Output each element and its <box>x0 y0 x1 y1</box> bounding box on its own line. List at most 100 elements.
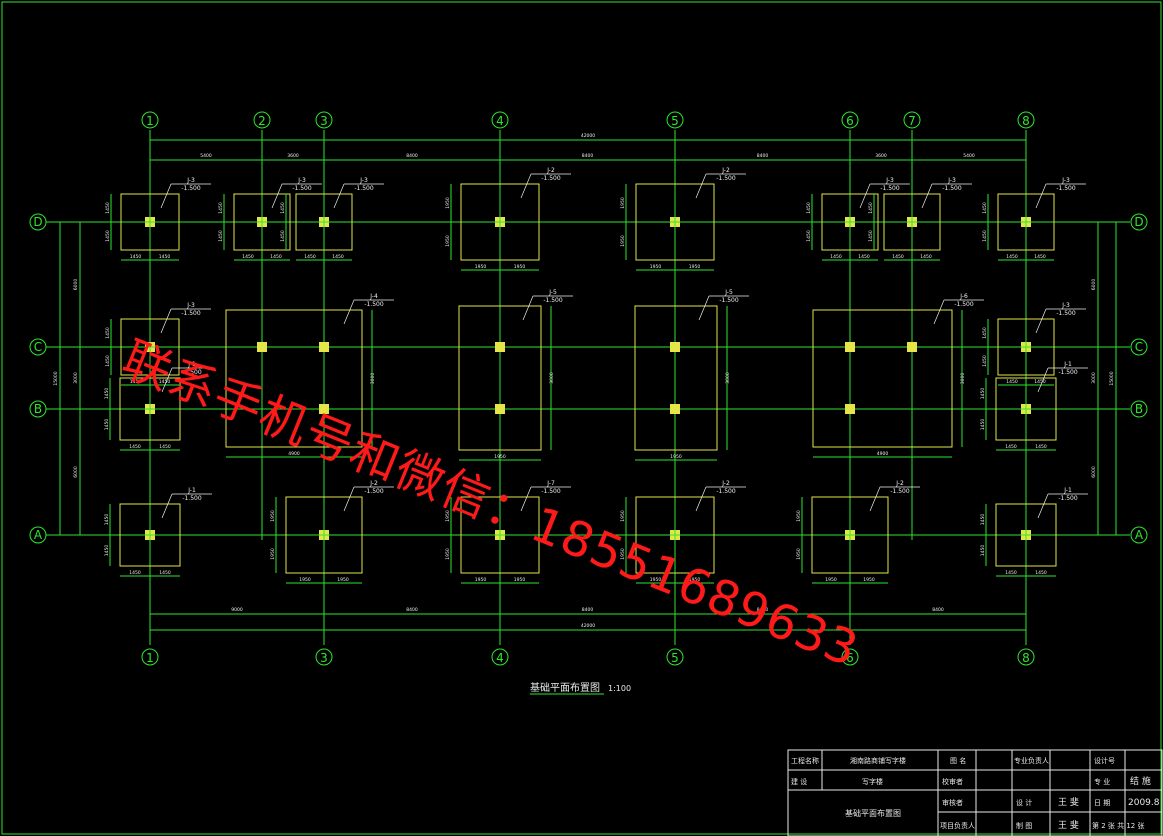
footing-dim-label: 1450 <box>105 355 111 367</box>
tb-drawing-label: 图 名 <box>950 756 966 765</box>
footing-3D <box>295 193 353 251</box>
footing-tag: J-3 <box>947 177 956 184</box>
leader-line <box>160 183 172 209</box>
axis-bubble-bottom-3 <box>315 648 333 666</box>
tb-designer: 王 斐 <box>1058 796 1079 808</box>
leader-line <box>1037 493 1049 519</box>
footing-1C <box>120 318 180 376</box>
footing-elevation: -1.500 <box>541 175 561 182</box>
footing-dim-label: 1950 <box>445 548 451 560</box>
footing-dim-label: 1450 <box>858 254 870 260</box>
axis-label-right-B: B <box>1135 402 1143 416</box>
footing-dim-label: 1950 <box>514 577 526 583</box>
axis-label-bottom-6: 6 <box>846 651 854 665</box>
axis-label-bottom-3: 3 <box>320 651 328 665</box>
axis-bubble-left-B <box>29 400 47 418</box>
footing-dim-label: 1450 <box>1034 254 1046 260</box>
dim-left-total-label: 15000 <box>53 371 59 385</box>
footing-dim-label: 1450 <box>105 202 111 214</box>
footing-dim-label: 1950 <box>445 235 451 247</box>
footing-dim-label: 1450 <box>332 254 344 260</box>
footing-elevation: -1.500 <box>1056 185 1076 192</box>
axis-bubble-bottom-6 <box>841 648 859 666</box>
footing-dim-label: 1950 <box>514 264 526 270</box>
leader-line <box>869 486 881 512</box>
footing-dim-label: 1950 <box>445 510 451 522</box>
footing-dim-label: 1950 <box>650 577 662 583</box>
footing-tag: J-2 <box>369 480 378 487</box>
footing-tag: J-2 <box>721 480 730 487</box>
footing-dim-label: 1450 <box>980 514 986 526</box>
footing-dim-label: 1450 <box>130 254 142 260</box>
footing-dim-label: 1450 <box>980 388 986 400</box>
footing-dim-label: 1450 <box>218 202 224 214</box>
footing-dim-label: 1450 <box>1005 444 1017 450</box>
footing-dim-label: 1450 <box>982 230 988 242</box>
footing-dim-label: 1950 <box>337 577 349 583</box>
footing-dim-label: 1450 <box>868 230 874 242</box>
footing-dim-label: 1450 <box>242 254 254 260</box>
axis-bubble-right-A <box>1130 526 1148 544</box>
footing-8D <box>997 193 1055 251</box>
dim-right-spans-label: 6000 <box>1091 466 1097 478</box>
axis-bubble-top-4 <box>491 111 509 129</box>
footing-6A <box>811 496 889 574</box>
footing-tag: J-3 <box>297 177 306 184</box>
footing-elevation: -1.500 <box>354 185 374 192</box>
footing-dim-label: 1950 <box>299 577 311 583</box>
axis-label-top-3: 3 <box>320 114 328 128</box>
dim-top-spans-label: 3600 <box>875 153 887 159</box>
leader-line <box>161 367 173 393</box>
axis-bubble-right-D <box>1130 213 1148 231</box>
axis-label-right-A: A <box>1135 528 1144 542</box>
footing-dim-label: 1450 <box>868 202 874 214</box>
leader-line <box>921 183 933 209</box>
footing-elevation: -1.500 <box>541 488 561 495</box>
footing-dim-label: 1950 <box>494 454 506 460</box>
footing-1A <box>119 503 181 567</box>
axis-label-top-5: 5 <box>671 114 679 128</box>
dim-right-spans-label: 6000 <box>1091 279 1097 291</box>
axis-bubble-bottom-5 <box>666 648 684 666</box>
column-5C <box>670 342 680 352</box>
footing-elevation: -1.500 <box>880 185 900 192</box>
tb-checker-label: 校审者 <box>942 777 963 786</box>
leader-line <box>160 308 172 334</box>
footing-dim-label: 1950 <box>270 510 276 522</box>
axis-label-top-8: 8 <box>1022 114 1030 128</box>
combined-footing-0 <box>225 309 363 448</box>
footing-dim-label: 3000 <box>725 372 731 384</box>
footing-tag: J-1 <box>1063 361 1072 368</box>
footing-dim-label: 1450 <box>1006 254 1018 260</box>
drawing-scale: 1:100 <box>608 684 631 693</box>
footing-1D <box>120 193 180 251</box>
footing-5A <box>635 496 715 574</box>
tb-client-label: 建 设 <box>791 777 807 786</box>
footing-dim-label: 1450 <box>159 444 171 450</box>
axis-bubble-top-2 <box>253 111 271 129</box>
axis-label-bottom-8: 8 <box>1022 651 1030 665</box>
footing-tag: J-3 <box>186 302 195 309</box>
footing-tag: J-3 <box>1061 302 1070 309</box>
column-6B <box>845 404 855 414</box>
tb-client-name: 写字楼 <box>862 777 883 786</box>
axis-label-top-1: 1 <box>146 114 154 128</box>
axis-bubble-top-6 <box>841 111 859 129</box>
footing-dim-label: 1450 <box>129 570 141 576</box>
footing-dim-label: 1950 <box>796 510 802 522</box>
column-3C <box>319 342 329 352</box>
footing-dim-label: 4900 <box>877 451 889 457</box>
leader-line <box>933 299 945 325</box>
footing-dim-label: 1450 <box>104 419 110 431</box>
footing-dim-label: 3000 <box>370 373 376 385</box>
footing-tag: J-3 <box>1061 177 1070 184</box>
footing-3A <box>285 496 363 574</box>
axis-label-left-A: A <box>34 528 43 542</box>
footing-2D <box>233 193 291 251</box>
column-5B <box>670 404 680 414</box>
footing-tag: J-1 <box>1063 487 1072 494</box>
column-4B <box>495 404 505 414</box>
tb-discipline: 结 施 <box>1130 775 1151 787</box>
footing-dim-label: 3000 <box>549 372 555 384</box>
